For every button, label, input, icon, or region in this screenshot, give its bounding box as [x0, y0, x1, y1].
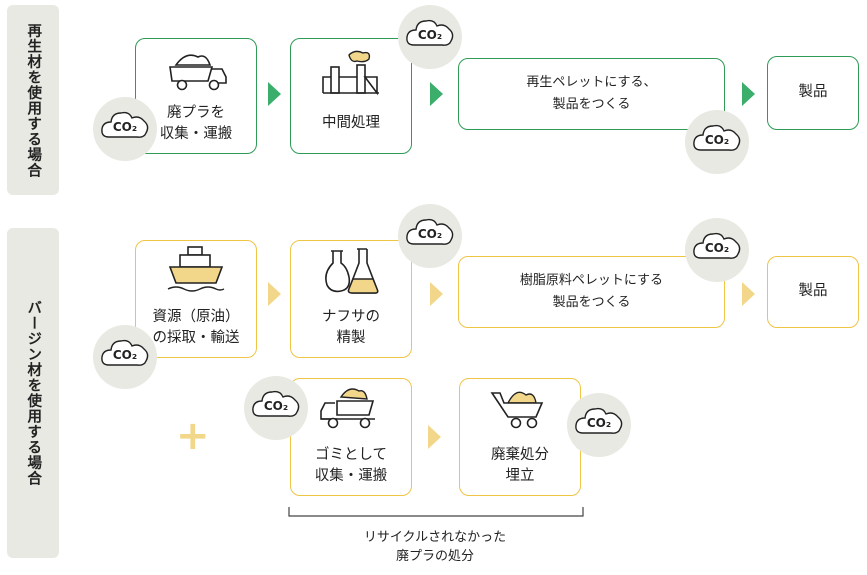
step-label: 製品 [798, 283, 828, 299]
cloud-icon [693, 232, 741, 259]
co2-badge: CO₂ [244, 376, 308, 440]
waste-note: リサイクルされなかった 廃プラの処分 [363, 530, 507, 564]
cloud-icon [101, 339, 149, 366]
co2-badge: CO₂ [567, 393, 631, 457]
section-label-recycled: 再生材を使用する場合 [7, 5, 59, 195]
factory-icon [322, 50, 379, 96]
cloud-icon [575, 407, 623, 434]
co2-badge: CO₂ [685, 218, 749, 282]
flow-arrow [268, 82, 281, 106]
flow-arrow [268, 282, 281, 306]
step-label: 中間処理 [322, 115, 380, 131]
step-collect-as-garbage: ゴミとして 収集・運搬 [290, 378, 412, 496]
cloud-icon [693, 124, 741, 151]
step-make-recycled-pellets: 再生ペレットにする、 製品をつくる [458, 58, 725, 130]
step-make-resin-pellets: 樹脂原料ペレットにする 製品をつくる [458, 256, 725, 328]
step-label: 製品 [798, 84, 828, 100]
ship-icon [167, 246, 225, 292]
step-product: 製品 [767, 256, 859, 328]
flow-arrow [742, 282, 755, 306]
step-naphtha-refining: ナフサの 精製 [290, 240, 412, 358]
flow-arrow [430, 282, 443, 306]
bracket [288, 507, 584, 517]
cloud-icon [101, 111, 149, 138]
step-label: ゴミとして 収集・運搬 [314, 447, 388, 484]
step-label: 資源（原油） の採取・輸送 [152, 309, 240, 346]
cloud-icon [406, 19, 454, 46]
dump-truck-icon [320, 388, 375, 429]
flow-arrow [430, 82, 443, 106]
step-intermediate-treatment: 中間処理 [290, 38, 412, 154]
step-label: 廃棄処分 埋立 [491, 447, 549, 484]
step-label: 廃プラを 収集・運搬 [159, 105, 233, 142]
cloud-icon [252, 390, 300, 417]
flask-icon [325, 248, 379, 294]
plus-sign: + [176, 413, 210, 459]
step-landfill-disposal: 廃棄処分 埋立 [459, 378, 581, 496]
step-product: 製品 [767, 56, 859, 130]
co2-badge: CO₂ [398, 5, 462, 69]
co2-badge: CO₂ [93, 325, 157, 389]
section-label-virgin: バージン材を使用する場合 [7, 228, 59, 558]
co2-badge: CO₂ [398, 204, 462, 268]
co2-badge: CO₂ [685, 110, 749, 174]
co2-badge: CO₂ [93, 97, 157, 161]
step-label: 樹脂原料ペレットにする 製品をつくる [519, 273, 664, 310]
step-extract-crude-oil: 資源（原油） の採取・輸送 [135, 240, 257, 358]
cloud-icon [406, 218, 454, 245]
dump-truck-icon [169, 54, 227, 91]
step-label: 再生ペレットにする、 製品をつくる [526, 75, 657, 112]
step-label: ナフサの 精製 [322, 309, 380, 346]
flow-arrow [742, 82, 755, 106]
flow-arrow [428, 425, 441, 449]
wheelbarrow-icon [490, 391, 544, 429]
